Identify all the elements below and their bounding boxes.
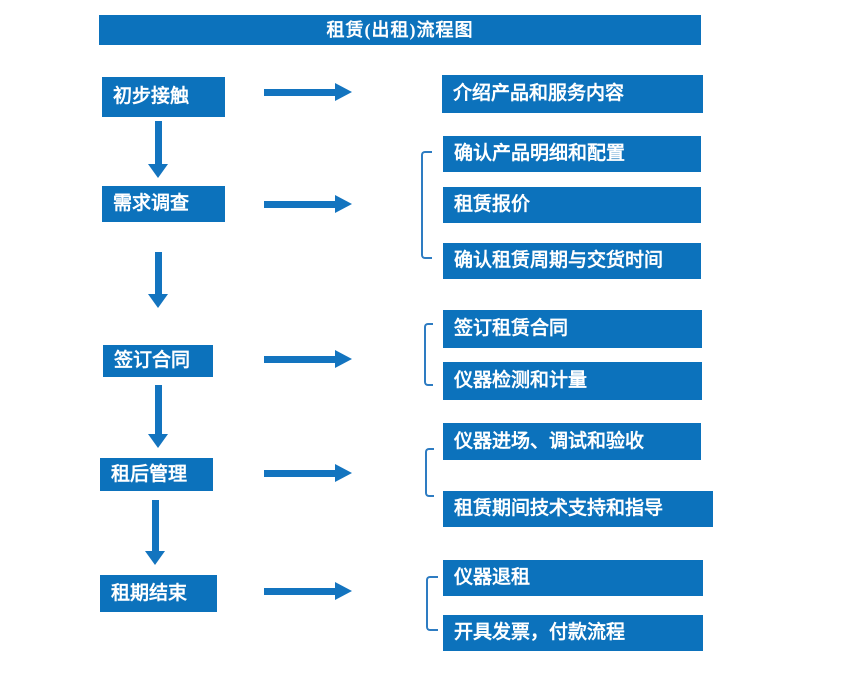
step-box-4: 租后管理	[100, 458, 213, 491]
step-box-1: 初步接触	[102, 77, 225, 117]
detail-box-1-1: 介绍产品和服务内容	[442, 75, 703, 113]
detail-box-4-1: 仪器进场、调试和验收	[443, 423, 701, 460]
detail-box-2-2: 租赁报价	[443, 187, 701, 223]
bracket-group-2	[421, 151, 432, 259]
step-box-5: 租期结束	[100, 575, 217, 612]
bracket-group-4	[425, 448, 434, 497]
flowchart-title: 租赁(出租)流程图	[99, 15, 701, 45]
detail-box-2-1: 确认产品明细和配置	[443, 136, 701, 172]
detail-box-5-2: 开具发票，付款流程	[443, 615, 703, 651]
detail-box-2-3: 确认租赁周期与交货时间	[443, 243, 701, 279]
detail-box-5-1: 仪器退租	[443, 560, 703, 596]
step-box-2: 需求调查	[102, 186, 225, 222]
detail-box-3-2: 仪器检测和计量	[443, 362, 702, 400]
step-box-3: 签订合同	[103, 345, 213, 377]
bracket-group-5	[426, 576, 438, 631]
detail-box-3-1: 签订租赁合同	[443, 310, 702, 348]
bracket-group-3	[424, 323, 433, 386]
detail-box-4-2: 租赁期间技术支持和指导	[443, 491, 713, 527]
